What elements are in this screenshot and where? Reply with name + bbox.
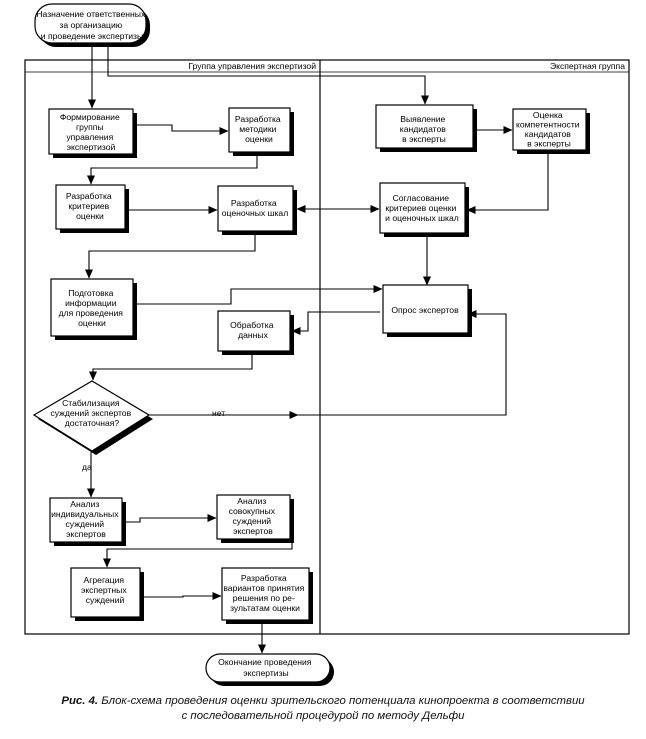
node-assess-competence: Оценка компетентности кандидатов в экспе…: [512, 108, 590, 154]
figure-caption: Рис. 4. Блок-схема проведения оценки зри…: [0, 694, 646, 724]
edges: [85, 42, 549, 654]
svg-text:Стабилизация суждений эк: Стабилизация суждений экспертов достаточ…: [50, 398, 133, 428]
node-identify: Выявление кандидатов в эксперты: [375, 104, 477, 152]
edge-individual-to-aggregate-analysis: [124, 514, 217, 523]
node-aggregation: Агрегация экспертных суждений: [70, 567, 144, 621]
edge-assess-to-agree: [466, 152, 549, 214]
svg-text:Подготовка информации: Подготовка информации для проведения оце…: [59, 288, 126, 328]
edge-prepare-to-survey: [134, 285, 383, 305]
start-label: Назначение ответственных за организацию …: [36, 9, 147, 41]
edge-label-yes: да: [82, 462, 92, 472]
lane-title-experts: Экспертная группа: [550, 61, 625, 71]
edge-label-no: нет: [212, 408, 225, 418]
caption-line1: Блок-схема проведения оценки зрительског…: [98, 695, 585, 707]
svg-text:Опрос экспертов: Опрос экспертов: [391, 305, 459, 315]
edge-form-group-to-method: [136, 124, 229, 135]
end-terminal: Окончание проведения экспертизы: [205, 653, 334, 686]
svg-text:Разработка оценочных шка: Разработка оценочных шкал: [222, 198, 288, 218]
edge-process-to-decision: [89, 354, 253, 381]
node-agree: Согласование критериев оценки и оценочны…: [379, 182, 469, 237]
node-dev-scales: Разработка оценочных шкал: [217, 185, 297, 235]
edge-no-loop-to-survey: [298, 310, 507, 416]
start-terminal: Назначение ответственных за организацию …: [34, 3, 150, 47]
node-prepare: Подготовка информации для проведения оце…: [50, 278, 137, 340]
svg-text:Агрегация экспертных: Агрегация экспертных суждений: [81, 575, 129, 605]
svg-text:Обработка данных: Обработка данных: [230, 320, 276, 340]
svg-text:Анализ индивидуальных: Анализ индивидуальных суждений экспертов: [51, 499, 121, 539]
edge-scales-to-prepare: [85, 233, 256, 279]
edge-start-to-identify: [107, 42, 429, 105]
node-decision: Стабилизация суждений экспертов достаточ…: [32, 380, 153, 455]
node-dev-options: Разработка вариантов принятия решения по…: [221, 567, 313, 624]
lane-title-management: Группа управления экспертизой: [188, 61, 316, 71]
svg-text:Окончание проведения экс: Окончание проведения экспертизы: [218, 657, 314, 678]
svg-text:Разработка критериев: Разработка критериев оценки: [66, 191, 114, 221]
node-analyze-aggregate: Анализ совокупных суждений экспертов: [216, 494, 294, 543]
edge-survey-to-process: [291, 311, 380, 335]
node-dev-criteria: Разработка критериев оценки: [55, 184, 129, 233]
edge-aggregation-to-options: [142, 592, 222, 600]
node-form-group: Формирование группы управления экспертиз…: [48, 108, 137, 158]
node-dev-method: Разработка методики оценки: [228, 107, 294, 156]
caption-label: Рис. 4.: [61, 695, 99, 707]
node-process: Обработка данных: [217, 310, 294, 355]
node-survey: Опрос экспертов: [382, 284, 472, 337]
caption-line2: с последовательной процедурой по методу …: [181, 710, 465, 722]
svg-text:Анализ совокупных: Анализ совокупных суждений экспертов: [229, 496, 278, 536]
swimlane-frame: [24, 59, 630, 635]
svg-text:Согласование критериев о: Согласование критериев оценки и оценочны…: [385, 193, 459, 223]
svg-text:Выявление кандидатов: Выявление кандидатов в эксперты: [400, 114, 448, 144]
svg-text:Разработка вариантов при: Разработка вариантов принятия решения по…: [223, 573, 306, 613]
node-analyze-individual: Анализ индивидуальных суждений экспертов: [49, 497, 126, 546]
svg-text:Разработка методики: Разработка методики оценки: [235, 114, 283, 144]
svg-text:Оценка компетентности: Оценка компетентности кандидатов в экспе…: [516, 110, 582, 149]
svg-text:Формирование группы: Формирование группы управления экспертиз…: [60, 112, 122, 152]
edge-method-to-criteria: [87, 152, 258, 185]
